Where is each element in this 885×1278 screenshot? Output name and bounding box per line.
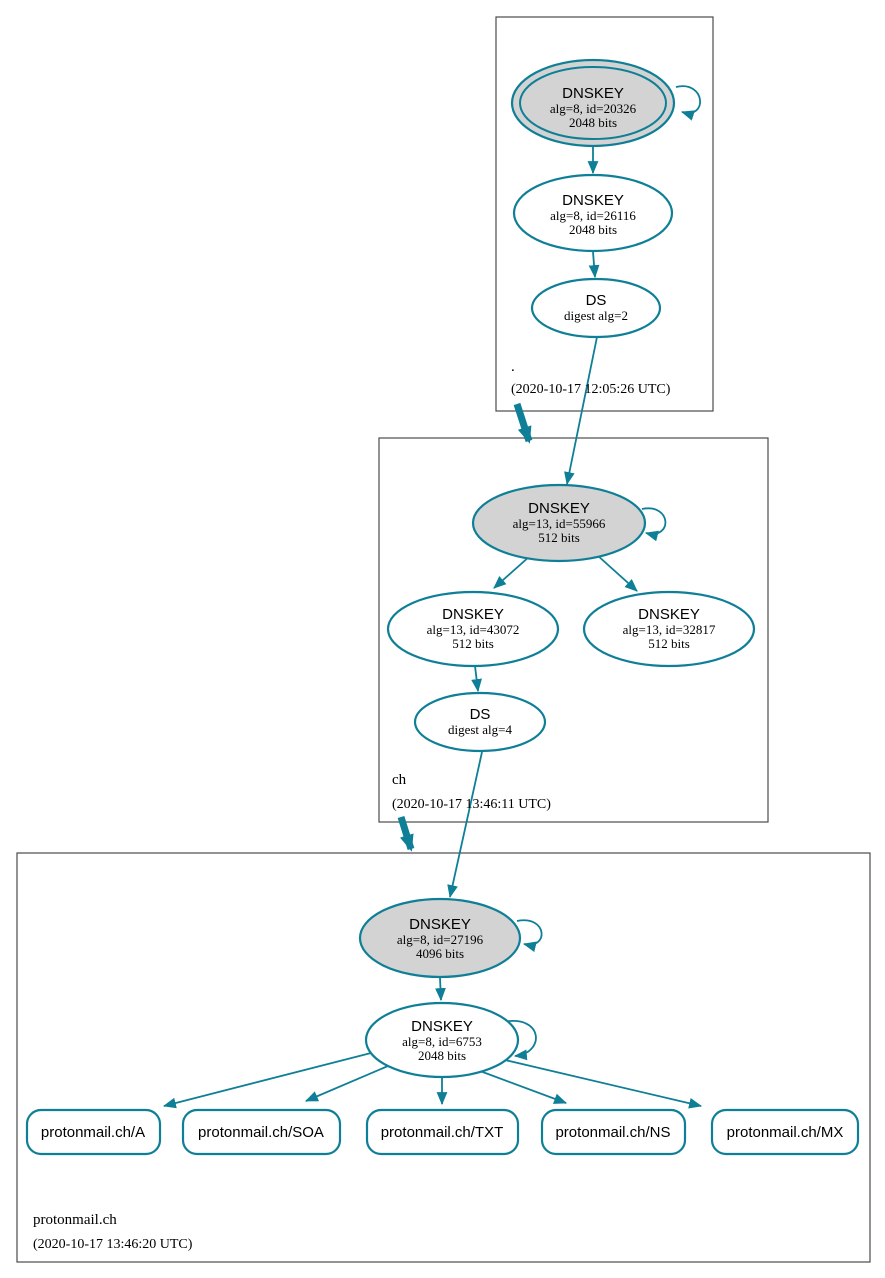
edges-ch: [397, 507, 667, 899]
dnskey-6753-ellipse: [364, 1001, 520, 1079]
node-dnskey-6753: DNSKEY alg=8, id=6753 2048 bits: [364, 1001, 520, 1079]
dnskey-43072-ellipse: [386, 590, 560, 668]
self-sign-loop-dnskey-6753: [502, 1020, 537, 1061]
dnskey-43072-bits: 512 bits: [452, 636, 494, 651]
dnskey-55966-bits: 512 bits: [538, 530, 580, 545]
zone-label-protonmail: protonmail.ch: [33, 1212, 117, 1228]
dnskey-32817-bits: 512 bits: [648, 636, 690, 651]
rrset-a-label: protonmail.ch/A: [41, 1124, 145, 1141]
rrset-ns-box: [540, 1108, 687, 1156]
dnskey-26116-alg: alg=8, id=26116: [550, 208, 636, 223]
node-dnskey-20326: DNSKEY alg=8, id=20326 2048 bits: [510, 58, 676, 148]
node-ds-ch: DS digest alg=4: [413, 691, 547, 753]
rrset-mx-label: protonmail.ch/MX: [727, 1124, 844, 1141]
edge-dnskey-6753-to-rrset-soa: [305, 1065, 389, 1102]
node-dnskey-32817: DNSKEY alg=13, id=32817 512 bits: [582, 590, 756, 668]
node-dnskey-55966: DNSKEY alg=13, id=55966 512 bits: [471, 483, 647, 563]
dnskey-26116-title: DNSKEY: [562, 192, 624, 209]
ds-ch-ellipse: [413, 691, 547, 753]
dnskey-20326-inner-ellipse: [519, 66, 667, 140]
dnskey-55966-title: DNSKEY: [528, 500, 590, 517]
edges-root: [513, 85, 701, 486]
edge-ch-ds-to-protonmail-dnskey-27196: [447, 751, 483, 899]
dnskey-43072-alg: alg=13, id=43072: [427, 622, 520, 637]
dnskey-20326-outer-ellipse: [510, 58, 676, 148]
dnskey-27196-ellipse: [358, 897, 522, 979]
edge-dnskey-26116-to-ds: [588, 251, 600, 279]
ds-root-ellipse: [530, 277, 662, 339]
edges-protonmail: [162, 919, 703, 1109]
dnskey-32817-alg: alg=13, id=32817: [623, 622, 716, 637]
zone-timestamp-protonmail: (2020-10-17 13:46:20 UTC): [33, 1237, 193, 1252]
dnskey-55966-ellipse: [471, 483, 647, 563]
ds-root-title: DS: [586, 292, 607, 309]
dnskey-32817-title: DNSKEY: [638, 606, 700, 623]
ds-root-detail: digest alg=2: [564, 308, 628, 323]
ds-ch-detail: digest alg=4: [448, 722, 513, 737]
zone-label-root: .: [511, 359, 515, 375]
dnskey-20326-title: DNSKEY: [562, 85, 624, 102]
rrset-protonmail-mx: protonmail.ch/MX: [710, 1108, 860, 1156]
edge-dnskey-55966-to-43072: [493, 555, 531, 589]
dnskey-6753-alg: alg=8, id=6753: [402, 1034, 482, 1049]
rrset-protonmail-soa: protonmail.ch/SOA: [181, 1108, 342, 1156]
dnskey-27196-title: DNSKEY: [409, 916, 471, 933]
zone-label-ch: ch: [392, 772, 407, 788]
dnskey-20326-bits: 2048 bits: [569, 115, 617, 130]
edge-dnskey-6753-to-rrset-ns: [479, 1070, 568, 1104]
dnskey-26116-ellipse: [512, 173, 674, 253]
delegation-arrow-root-to-ch: [513, 402, 533, 444]
delegation-arrow-ch-to-protonmail: [397, 815, 415, 852]
rrset-soa-label: protonmail.ch/SOA: [198, 1124, 324, 1141]
zone-timestamp-root: (2020-10-17 12:05:26 UTC): [511, 382, 671, 397]
node-dnskey-26116: DNSKEY alg=8, id=26116 2048 bits: [512, 173, 674, 253]
ds-ch-title: DS: [470, 706, 491, 723]
rrset-txt-box: [365, 1108, 520, 1156]
dnskey-27196-bits: 4096 bits: [416, 946, 464, 961]
dnskey-55966-alg: alg=13, id=55966: [513, 516, 606, 531]
rrset-protonmail-a: protonmail.ch/A: [25, 1108, 162, 1156]
rrset-txt-label: protonmail.ch/TXT: [381, 1124, 504, 1141]
zone-timestamp-ch: (2020-10-17 13:46:11 UTC): [392, 797, 551, 812]
rrset-ns-label: protonmail.ch/NS: [555, 1124, 670, 1141]
edge-root-ds-to-ch-dnskey-55966: [564, 336, 598, 486]
self-sign-loop-dnskey-27196: [516, 919, 543, 953]
dnskey-20326-alg: alg=8, id=20326: [550, 101, 637, 116]
dnskey-43072-title: DNSKEY: [442, 606, 504, 623]
dnskey-6753-title: DNSKEY: [411, 1018, 473, 1035]
rrset-protonmail-ns: protonmail.ch/NS: [540, 1108, 687, 1156]
dnskey-6753-bits: 2048 bits: [418, 1048, 466, 1063]
edge-dnskey-27196-to-6753: [435, 977, 446, 1002]
node-dnskey-27196: DNSKEY alg=8, id=27196 4096 bits: [358, 897, 522, 979]
rrset-soa-box: [181, 1108, 342, 1156]
self-sign-loop-dnskey-20326: [675, 85, 701, 121]
rrset-protonmail-txt: protonmail.ch/TXT: [365, 1108, 520, 1156]
edge-dnskey-55966-to-32817: [596, 554, 638, 592]
node-dnskey-43072: DNSKEY alg=13, id=43072 512 bits: [386, 590, 560, 668]
dnskey-27196-alg: alg=8, id=27196: [397, 932, 484, 947]
node-ds-root: DS digest alg=2: [530, 277, 662, 339]
dnskey-32817-ellipse: [582, 590, 756, 668]
edge-dnskey-6753-to-rrset-mx: [504, 1059, 703, 1109]
self-sign-loop-dnskey-55966: [641, 507, 667, 542]
rrset-a-box: [25, 1108, 162, 1156]
edge-dnskey-6753-to-rrset-a: [162, 1052, 372, 1109]
dnskey-26116-bits: 2048 bits: [569, 222, 617, 237]
rrset-mx-box: [710, 1108, 860, 1156]
edge-dnskey-43072-to-ds: [471, 665, 482, 693]
